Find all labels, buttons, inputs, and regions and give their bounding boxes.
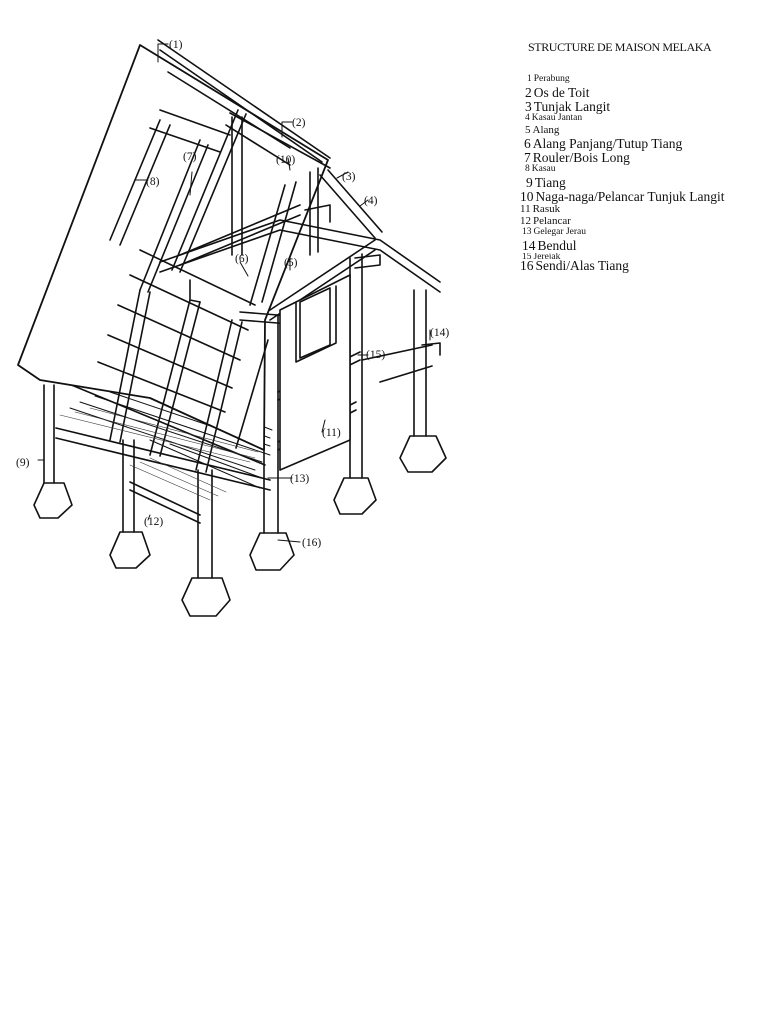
legend-item-label: Jerejak (533, 253, 561, 259)
legend-item-label: Pelancar (533, 215, 571, 227)
legend-item-number: 15 (522, 253, 532, 259)
legend-item-number: 1 (527, 74, 532, 84)
pedestals (33, 435, 447, 617)
legend-item-label: Kasau (531, 164, 556, 174)
legend-item-number: 16 (520, 258, 534, 273)
floor-hatching (59, 407, 259, 501)
gable-truss (179, 112, 383, 321)
callout-4: (4) (364, 195, 378, 207)
callout-10: (10) (276, 154, 295, 166)
callout-15: (15) (366, 349, 385, 361)
legend-item-number: 5 (525, 124, 531, 136)
callout-7: (7) (183, 151, 197, 163)
legend-item-label: Perabung (533, 74, 570, 84)
legend-item-number: 6 (524, 136, 531, 151)
callout-1: (1) (169, 39, 183, 51)
callout-11: (11) (322, 427, 341, 439)
roof-frame (97, 71, 291, 473)
legend-item-number: 14 (522, 238, 536, 253)
callout-2: (2) (292, 117, 306, 129)
callout-14: (14) (430, 327, 449, 339)
legend-item-number: 4 (525, 113, 530, 123)
legend-item-label: Rouler/Bois Long (532, 150, 630, 165)
callout-13: (13) (290, 473, 309, 485)
legend-item-number: 2 (525, 85, 532, 100)
legend-item-number: 12 (520, 215, 531, 227)
legend-item-label: Alang Panjang/Tutup Tiang (532, 136, 683, 151)
callout-9: (9) (16, 457, 30, 469)
legend-item-number: 11 (520, 203, 531, 215)
legend-item-label: Bendul (537, 238, 577, 253)
callout-8: (8) (146, 176, 160, 188)
legend-item-number: 10 (520, 189, 534, 204)
legend-item-number: 13 (522, 227, 532, 237)
legend-item-number: 3 (525, 99, 532, 114)
callout-16: (16) (302, 537, 321, 549)
legend-item-label: Kasau Jantan (531, 113, 583, 123)
callout-6: (6) (235, 253, 249, 265)
legend-title: STRUCTURE DE MAISON MELAKA (528, 40, 712, 54)
legend-item-number: 9 (526, 175, 533, 190)
legend-item-number: 8 (525, 164, 530, 174)
legend-item-label: Tunjak Langit (533, 99, 611, 114)
top-plates (159, 219, 441, 356)
leader-lines (37, 43, 431, 543)
roof-front (17, 44, 329, 451)
legend-item-label: Rasuk (532, 203, 561, 215)
callout-5: (5) (284, 257, 298, 269)
legend-item-label: Os de Toit (533, 85, 590, 100)
side-wall (279, 274, 351, 471)
legend-item-number: 7 (524, 150, 531, 165)
legend-item-label: Tiang (534, 175, 566, 190)
callout-12: (12) (144, 516, 163, 528)
callout-labels: (1) (2) (3) (4) (5) (6) (7) (8) (9) (10)… (16, 39, 449, 549)
legend-item-label: Gelegar Jerau (533, 227, 586, 237)
ridge-cap (157, 39, 331, 163)
legend-item-label: Naga-naga/Pelancar Tunjuk Langit (535, 189, 725, 204)
legend-item-label: Sendi/Alas Tiang (535, 258, 629, 273)
legend-item-label: Alang (532, 124, 560, 136)
callout-3: (3) (342, 171, 356, 183)
